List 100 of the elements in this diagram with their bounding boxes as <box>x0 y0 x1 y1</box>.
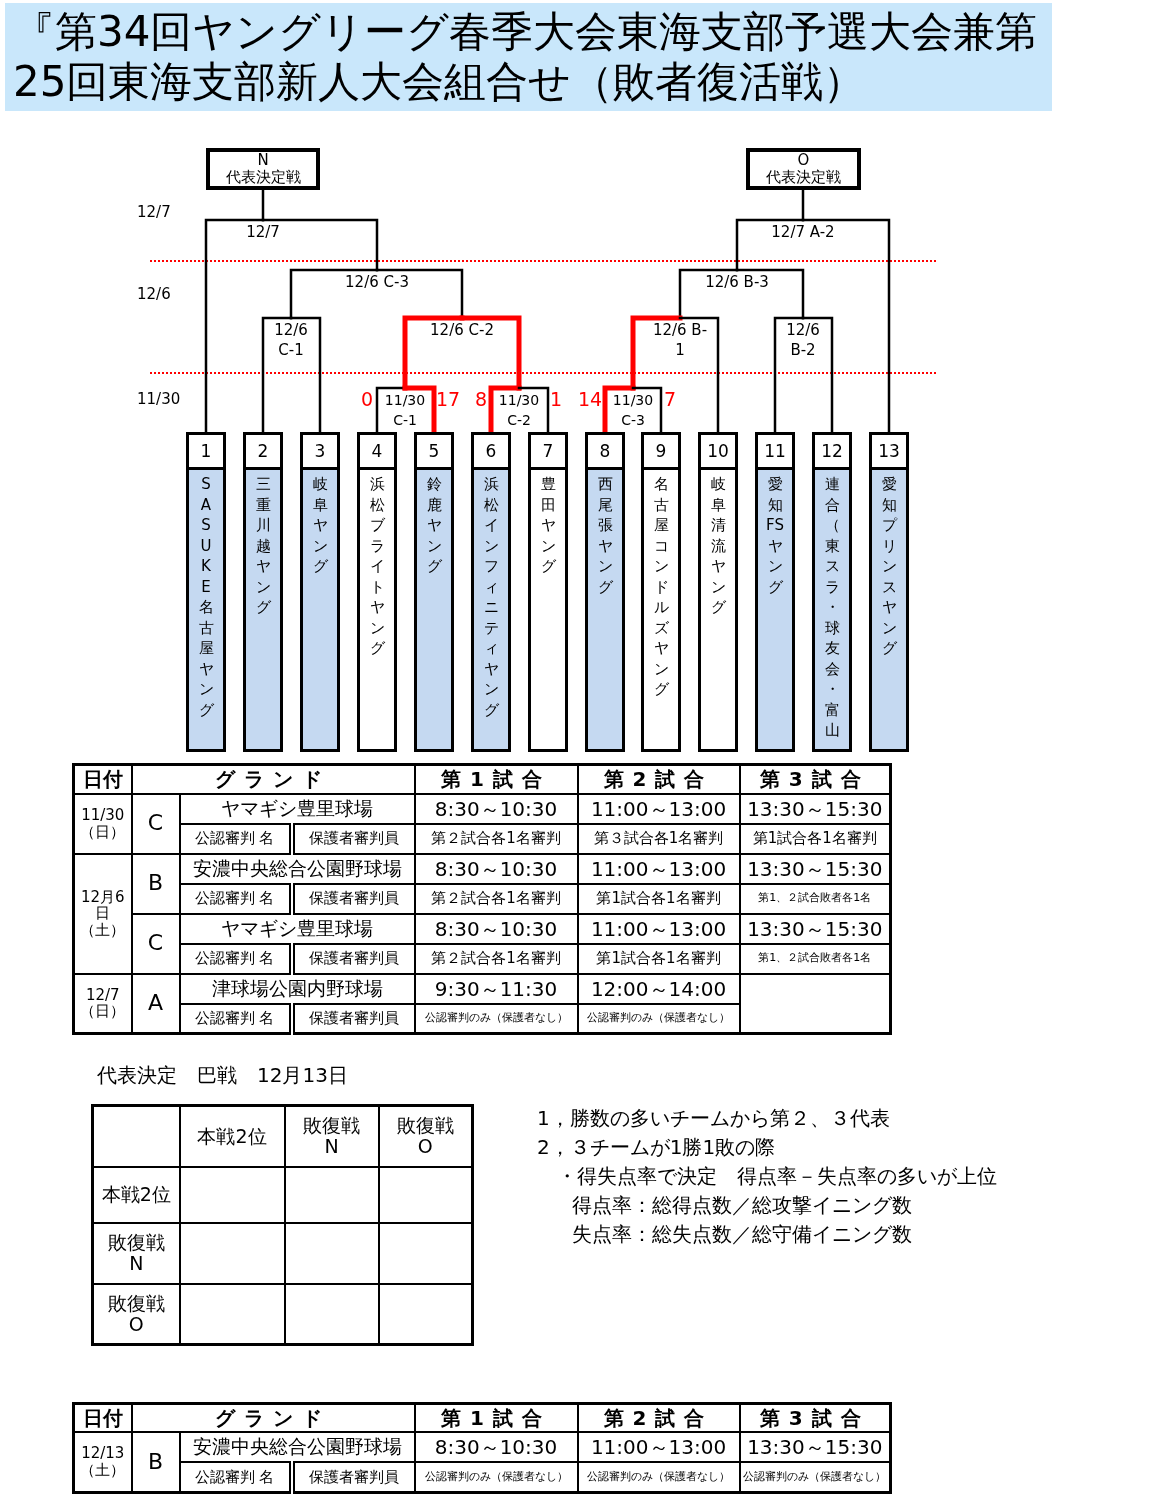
table-cell: 8:30～10:30 <box>414 853 578 884</box>
table-cell: 第1試合各1名審判 <box>577 883 740 914</box>
score-label: 0 <box>359 387 375 411</box>
bracket-line <box>289 268 379 320</box>
header-cell: 日付 <box>73 764 132 794</box>
match-label: 12/6 C-2 <box>427 320 497 340</box>
table-cell: 8:30～10:30 <box>414 793 578 824</box>
table-cell: 第1試合各1名審判 <box>577 943 740 974</box>
table-cell: C <box>131 793 180 854</box>
score-label: 7 <box>662 387 678 411</box>
score-label: 8 <box>473 387 489 411</box>
note-text: 得点率：総得点数／総攻撃イニング数 <box>572 1192 912 1219</box>
table-cell: 第２試合各1名審判 <box>414 943 578 974</box>
header-cell: 第2試合 <box>577 1403 740 1432</box>
header-cell: 第1試合 <box>414 1403 578 1432</box>
team-number: 8 <box>588 435 622 470</box>
box-label: 代表決定戦 <box>224 168 302 186</box>
final-box <box>746 148 861 190</box>
bracket-line <box>204 218 265 434</box>
team-box <box>812 432 852 752</box>
match-label: 12/6 C-1 <box>266 320 316 360</box>
date-label: 11/30 <box>137 390 181 408</box>
bracket-line <box>261 316 293 434</box>
match-label: 12/6 C-3 <box>342 272 412 292</box>
bracket-line <box>261 218 379 272</box>
team-box <box>528 432 568 752</box>
table-cell: 11:00～13:00 <box>577 913 740 944</box>
table-cell: 8:30～10:30 <box>414 1431 578 1462</box>
team-box <box>357 432 397 752</box>
match-label: 12/6 B-3 <box>702 272 772 292</box>
box-label: 代表決定戦 <box>765 168 842 186</box>
date-cell: 12月6日（土） <box>73 853 132 974</box>
header-cell: 第2試合 <box>577 764 740 794</box>
team-box <box>755 432 795 752</box>
team-name: 三重川越ヤング <box>254 474 272 618</box>
header-cell: 第1試合 <box>414 764 578 794</box>
match-label: 11/30 C-2 <box>493 390 545 430</box>
header-cell: 本戦2位 <box>92 1166 180 1223</box>
bracket-line <box>735 218 805 272</box>
bracket-line <box>735 268 805 320</box>
match-label: 11/30 C-3 <box>607 390 659 430</box>
table-cell: 津球場公園内野球場 <box>179 973 415 1004</box>
team-box <box>300 432 340 752</box>
header-cell: 本戦2位 <box>179 1105 285 1167</box>
team-name: 岐阜清流ヤング <box>709 474 727 618</box>
team-number: 2 <box>246 435 280 470</box>
team-number: 3 <box>303 435 337 470</box>
header-cell: 敗復戦 N <box>284 1105 379 1167</box>
table-cell: 安濃中央総合公園野球場 <box>179 853 415 884</box>
score-label: 14 <box>576 387 604 411</box>
date-cell: 11/30（日） <box>73 793 132 854</box>
date-label: 12/7 <box>137 203 171 221</box>
match-label: 12/6 B-2 <box>778 320 828 360</box>
table-cell: B <box>131 853 180 914</box>
team-box <box>585 432 625 752</box>
header-cell: グランド <box>131 764 415 794</box>
match-label: 12/7 <box>241 222 285 242</box>
bracket-line <box>631 386 663 434</box>
team-number: 6 <box>474 435 508 470</box>
header-cell: 日付 <box>73 1403 132 1432</box>
table-cell: 第２試合各1名審判 <box>414 883 578 914</box>
table-cell: 12:00～14:00 <box>577 973 740 1004</box>
team-number: 11 <box>758 435 792 470</box>
table-cell: ヤマギシ豊里球場 <box>179 793 415 824</box>
bracket-line <box>517 386 550 434</box>
table-cell: 公認審判 名 <box>179 943 292 974</box>
group-letter: N <box>256 152 270 168</box>
team-name: 豊田ヤング <box>539 474 557 577</box>
team-name: 名古屋コンドルズヤング <box>652 474 670 700</box>
table-cell: 8:30～10:30 <box>414 913 578 944</box>
team-name: 鈴鹿ヤング <box>425 474 443 577</box>
team-box <box>869 432 909 752</box>
team-box <box>414 432 454 752</box>
table-cell: 11:00～13:00 <box>577 793 740 824</box>
bracket-line <box>801 218 891 434</box>
title: 『第34回ヤングリーグ春季大会東海支部予選大会兼第25回東海支部新人大会組合せ（敗者復活戦） <box>5 3 1052 111</box>
table-cell: C <box>131 913 180 974</box>
table-cell: 11:00～13:00 <box>577 1431 740 1462</box>
table-cell: 安濃中央総合公園野球場 <box>179 1431 415 1462</box>
note-text: 1，勝数の多いチームから第２、３代表 <box>537 1105 890 1132</box>
score-label: 17 <box>434 387 462 411</box>
team-name: 浜松ブライトヤング <box>368 474 386 659</box>
match-label: 11/30 C-1 <box>379 390 431 430</box>
table-cell: 公認審判 名 <box>179 823 292 854</box>
header-cell: グランド <box>131 1403 415 1432</box>
bracket-line <box>801 316 834 434</box>
note-text: 2，３チームが1勝1敗の際 <box>537 1134 776 1161</box>
score-label: 1 <box>548 387 564 411</box>
team-name: SASUKE名古屋ヤング <box>197 474 215 720</box>
match-label: 12/7 A-2 <box>768 222 838 242</box>
team-box <box>471 432 511 752</box>
team-number: 12 <box>815 435 849 470</box>
team-name: 西尾張ヤング <box>596 474 614 597</box>
section-heading: 代表決定 巴戦 12月13日 <box>97 1062 348 1089</box>
team-name: 愛知FSヤング <box>766 474 784 597</box>
team-name: 連合（東スラ・球友会・富山 <box>823 474 841 741</box>
team-name: 愛知プリンスヤング <box>880 474 898 659</box>
bracket-line <box>289 316 322 434</box>
table-cell: 第３試合各1名審判 <box>577 823 740 854</box>
team-box <box>641 432 681 752</box>
